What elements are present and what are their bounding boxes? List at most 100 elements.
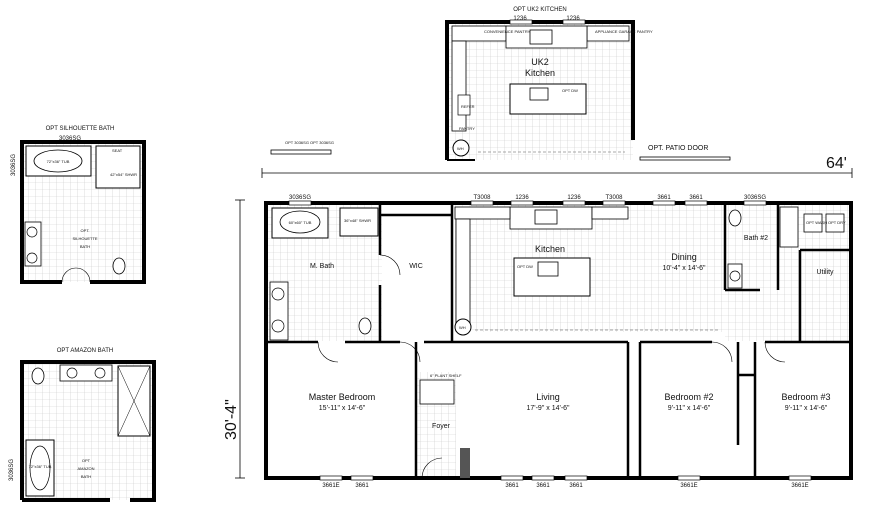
top-window-labels: 3036SG T3008 1236 1236 T3008 3661 3661 3036SG bbox=[288, 195, 767, 206]
window-label: 1236 bbox=[567, 195, 581, 201]
window-label: 3661E bbox=[791, 483, 808, 489]
window-label: 3661 bbox=[536, 483, 550, 489]
overall-dimensions: 64' 30'-4" bbox=[223, 155, 853, 479]
main-floor-plan: 60"x60" TUB 36"x48" SHWR M. Bath WIC Kit… bbox=[264, 201, 853, 480]
window-label: T3008 bbox=[605, 195, 623, 201]
front-door-swing bbox=[421, 457, 443, 479]
foyer-label: Foyer bbox=[432, 423, 451, 430]
silhouette-name-1: OPT. bbox=[81, 228, 90, 233]
overall-depth: 30'-4" bbox=[223, 399, 240, 440]
window-symbol bbox=[288, 200, 312, 206]
uk2-window-right bbox=[562, 19, 586, 25]
uk2-sink bbox=[529, 87, 549, 101]
uk2-water-heater bbox=[452, 139, 470, 157]
living-label: Living bbox=[536, 392, 560, 402]
window-symbol bbox=[562, 200, 586, 206]
window-symbol bbox=[564, 475, 588, 481]
uk2-opt-dw: OPT DW bbox=[562, 88, 578, 93]
silhouette-seat: SEAT bbox=[112, 148, 123, 153]
water-heater bbox=[454, 318, 472, 336]
bedroom3-label: Bedroom #3 bbox=[781, 392, 830, 402]
bedroom3-size: 9'-11" x 14'-6" bbox=[785, 405, 828, 412]
patio-door-symbol: OPT. PATIO DOOR bbox=[639, 145, 731, 161]
window-label: 3036SG bbox=[744, 195, 766, 201]
window-label: 3661 bbox=[657, 195, 671, 201]
window-label: 3661 bbox=[689, 195, 703, 201]
amazon-window-side: 3036SG bbox=[9, 459, 15, 481]
window-symbol bbox=[510, 200, 534, 206]
silhouette-title: OPT SILHOUETTE BATH bbox=[46, 126, 115, 132]
amazon-walls bbox=[20, 360, 156, 502]
washer bbox=[803, 213, 823, 233]
bath2-label: Bath #2 bbox=[744, 235, 768, 242]
uk2-appliance: APPLIANCE GARAGE PANTRY bbox=[595, 29, 653, 34]
uk2-refer-box bbox=[457, 94, 471, 116]
bath2-tub bbox=[779, 206, 799, 248]
kitchen-side-counter bbox=[455, 218, 471, 330]
dryer bbox=[825, 213, 845, 233]
plant-shelf-label: 6" PLANT SHELF bbox=[430, 373, 462, 378]
opt-silhouette-bath-inset: OPT SILHOUETTE BATH 3036SG 3036SG 72"x36… bbox=[11, 126, 146, 284]
window-label: 1236 bbox=[515, 195, 529, 201]
uk2-title: OPT UK2 KITCHEN bbox=[513, 7, 567, 13]
bedroom2-label: Bedroom #2 bbox=[664, 392, 713, 402]
window-label: T3008 bbox=[473, 195, 491, 201]
window-symbol bbox=[743, 200, 767, 206]
master-shower bbox=[339, 207, 379, 237]
silhouette-name-3: BATH bbox=[80, 244, 90, 249]
window-symbol bbox=[470, 200, 494, 206]
uk2-refer: REFER bbox=[461, 104, 475, 109]
bedroom2-size: 9'-11" x 14'-6" bbox=[668, 405, 711, 412]
amazon-title: OPT AMAZON BATH bbox=[57, 348, 113, 354]
window-symbol bbox=[602, 200, 626, 206]
silhouette-shower bbox=[95, 145, 141, 189]
utility-label: Utility bbox=[816, 269, 834, 276]
silhouette-toilet bbox=[112, 257, 126, 275]
window-symbol bbox=[350, 475, 374, 481]
uk2-counter-left bbox=[451, 40, 467, 132]
amazon-name-2: AMAZON bbox=[77, 466, 94, 471]
silhouette-name-2: SILHOUETTE bbox=[72, 236, 97, 241]
silhouette-door bbox=[61, 267, 91, 283]
silhouette-window-side: 3036SG bbox=[11, 154, 17, 176]
silhouette-shower-label: 42"x54" SHWR bbox=[110, 172, 137, 177]
opt-amazon-bath-inset: OPT AMAZON BATH 3036SG 72"x36" TUB OPT A… bbox=[9, 348, 156, 502]
bath2-toilet bbox=[728, 209, 742, 227]
window-symbol bbox=[500, 475, 524, 481]
entry-shelf bbox=[460, 448, 470, 478]
window-label: 3661 bbox=[569, 483, 583, 489]
uk2-conv-pantry: CONVENIENCE PANTRY bbox=[484, 29, 531, 34]
uk2-window-b: 1236 bbox=[566, 16, 580, 22]
window-symbol bbox=[652, 200, 676, 206]
uk2-name-2: Kitchen bbox=[525, 68, 555, 78]
window-symbol bbox=[531, 475, 555, 481]
uk2-walls bbox=[445, 20, 635, 160]
small-window-symbols: OPT 3036SG OPT 3036SG bbox=[270, 140, 334, 155]
amazon-name-1: OPT bbox=[82, 458, 91, 463]
wic-label: WIC bbox=[409, 263, 423, 270]
master-toilet bbox=[358, 317, 372, 335]
overall-width: 64' bbox=[826, 155, 847, 172]
amazon-name-3: BATH bbox=[81, 474, 91, 479]
master-tub-label: 60"x60" TUB bbox=[289, 220, 312, 225]
interior-walls bbox=[266, 205, 851, 478]
window-symbol bbox=[319, 475, 343, 481]
foyer-closet bbox=[419, 379, 455, 405]
uk2-window-left bbox=[509, 19, 533, 25]
window-symbol bbox=[788, 475, 812, 481]
window-label: 3036SG bbox=[289, 195, 311, 201]
m-bath-label: M. Bath bbox=[310, 263, 334, 270]
master-shower-label: 36"x48" SHWR bbox=[344, 218, 371, 223]
master-bedroom-size: 15'-11" x 14'-6" bbox=[319, 405, 366, 412]
kitchen-label: Kitchen bbox=[535, 244, 565, 254]
living-size: 17'-9" x 14'-6" bbox=[526, 405, 570, 412]
opt-wash-label: OPT WASH bbox=[806, 220, 827, 225]
kitchen-range bbox=[534, 209, 558, 225]
silhouette-window-top: 3036SG bbox=[59, 136, 81, 142]
amazon-toilet bbox=[31, 367, 45, 385]
window-label: 3661E bbox=[322, 483, 339, 489]
uk2-wh: WH bbox=[457, 146, 464, 151]
exterior-walls bbox=[264, 201, 853, 480]
kitchen-opt-dw: OPT DW bbox=[517, 264, 533, 269]
